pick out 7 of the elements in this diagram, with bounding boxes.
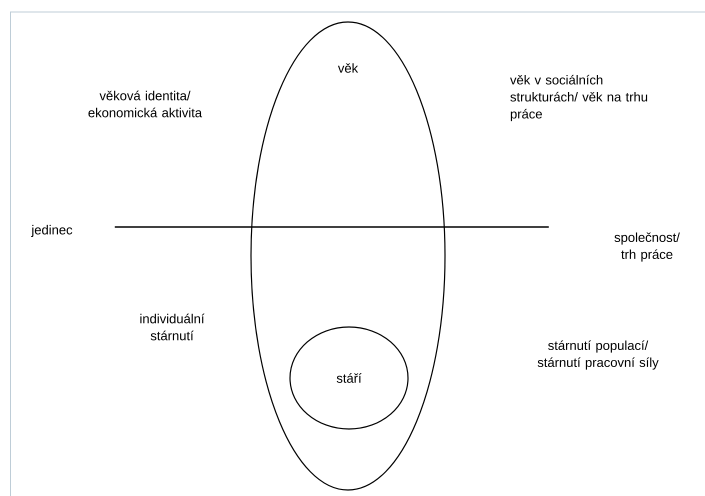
text-label: jedinec	[31, 224, 72, 238]
text-label: věková identita/ ekonomická aktivita	[88, 90, 202, 118]
text-label: společnost/ trh práce	[614, 232, 680, 262]
line	[114, 226, 549, 228]
text-label: věk v sociálních strukturách/ věk na trhu práce	[510, 74, 648, 122]
text-label: stárnutí populací/ stárnutí pracovní síly	[538, 340, 659, 370]
text-label: individuální stárnutí	[140, 314, 204, 340]
